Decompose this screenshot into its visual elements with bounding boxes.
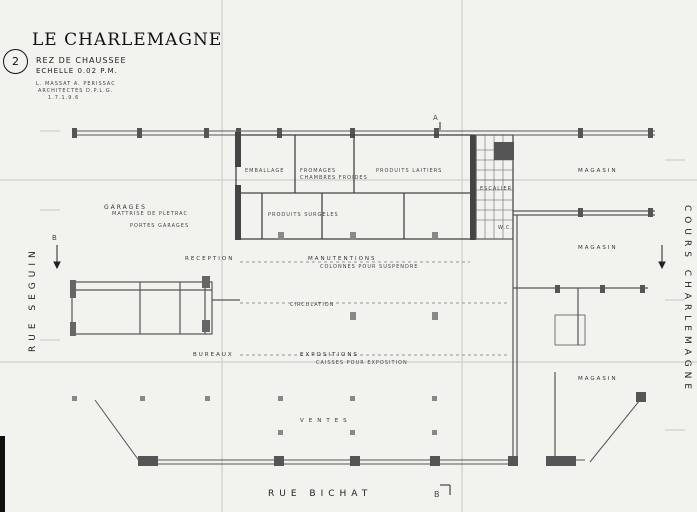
garages-columns	[70, 276, 210, 336]
room-expositions: EXPOSITIONS	[300, 352, 359, 358]
room-manutentions: MANUTENTIONS	[308, 256, 377, 262]
section-mark-b-left: B	[52, 234, 58, 242]
manutentions-lines	[240, 261, 510, 356]
south-facade	[94, 399, 641, 465]
sheet-subtitle-level: REZ DE CHAUSSEE	[36, 56, 127, 65]
room-ventes: VENTES	[300, 418, 352, 424]
room-garages-sub: MATTRISE DE PLETRAC	[112, 211, 188, 217]
room-escalier: ESCALIER	[480, 186, 513, 192]
sheet-edge-mark	[0, 436, 5, 512]
room-garages-note: PORTES GARAGES	[130, 223, 190, 229]
street-label-left: RUE SEGUIN	[28, 246, 38, 352]
room-emballage: EMBALLAGE	[245, 168, 285, 174]
room-fromages-sub: CHAMBRES FROIDES	[300, 175, 368, 181]
sheet-architects: L. MASSAT A. PERISSAC	[36, 81, 116, 87]
room-fromages: FROMAGES	[300, 168, 337, 174]
room-manutentions-sub: COLONNES POUR SUSPENDRE	[320, 264, 419, 270]
street-label-bottom: RUE BICHAT	[268, 489, 373, 499]
sheet-date: 1.7.1.9.6	[48, 95, 80, 101]
sheet-architects-title: ARCHITECTES D.P.L.G.	[38, 88, 114, 94]
room-reception: RECEPTION	[185, 256, 235, 262]
dimension-ticks	[40, 130, 685, 431]
street-label-right: COURS CHARLEMAGNE	[682, 205, 692, 395]
garages-wing	[71, 278, 240, 335]
section-mark-a: A	[433, 114, 439, 122]
room-garages: GARAGES	[104, 204, 147, 211]
room-produits-laitiers: PRODUITS LAITIERS	[376, 168, 443, 174]
room-wc: W.C.	[498, 225, 514, 231]
room-expositions-sub: CAISSES POUR EXPOSITION	[316, 360, 408, 366]
room-magasin-1: MAGASIN	[578, 168, 618, 174]
room-magasin-2: MAGASIN	[578, 245, 618, 251]
room-bureaux: BUREAUX	[193, 352, 234, 358]
central-block-thick-walls	[235, 132, 476, 240]
sheet-number-badge: 2	[3, 49, 28, 74]
central-block-walls	[235, 134, 475, 240]
section-markers	[53, 122, 666, 495]
section-mark-b-bottom: B	[434, 490, 441, 499]
sheet-subtitle-scale: ECHELLE 0.02 P.M.	[36, 67, 118, 75]
magasin-walls	[512, 135, 655, 460]
ventes-columns	[72, 232, 438, 435]
magasin-columns	[554, 208, 653, 346]
stair-core	[494, 142, 514, 160]
room-magasin-3: MAGASIN	[578, 376, 618, 382]
south-facade-columns	[138, 392, 646, 466]
room-produits-surgeles: PRODUITS SURGELES	[268, 212, 339, 218]
room-circulation: CIRCULATION	[290, 302, 335, 308]
sheet-title: LE CHARLEMAGNE	[32, 30, 223, 50]
facade-columns	[72, 128, 653, 138]
